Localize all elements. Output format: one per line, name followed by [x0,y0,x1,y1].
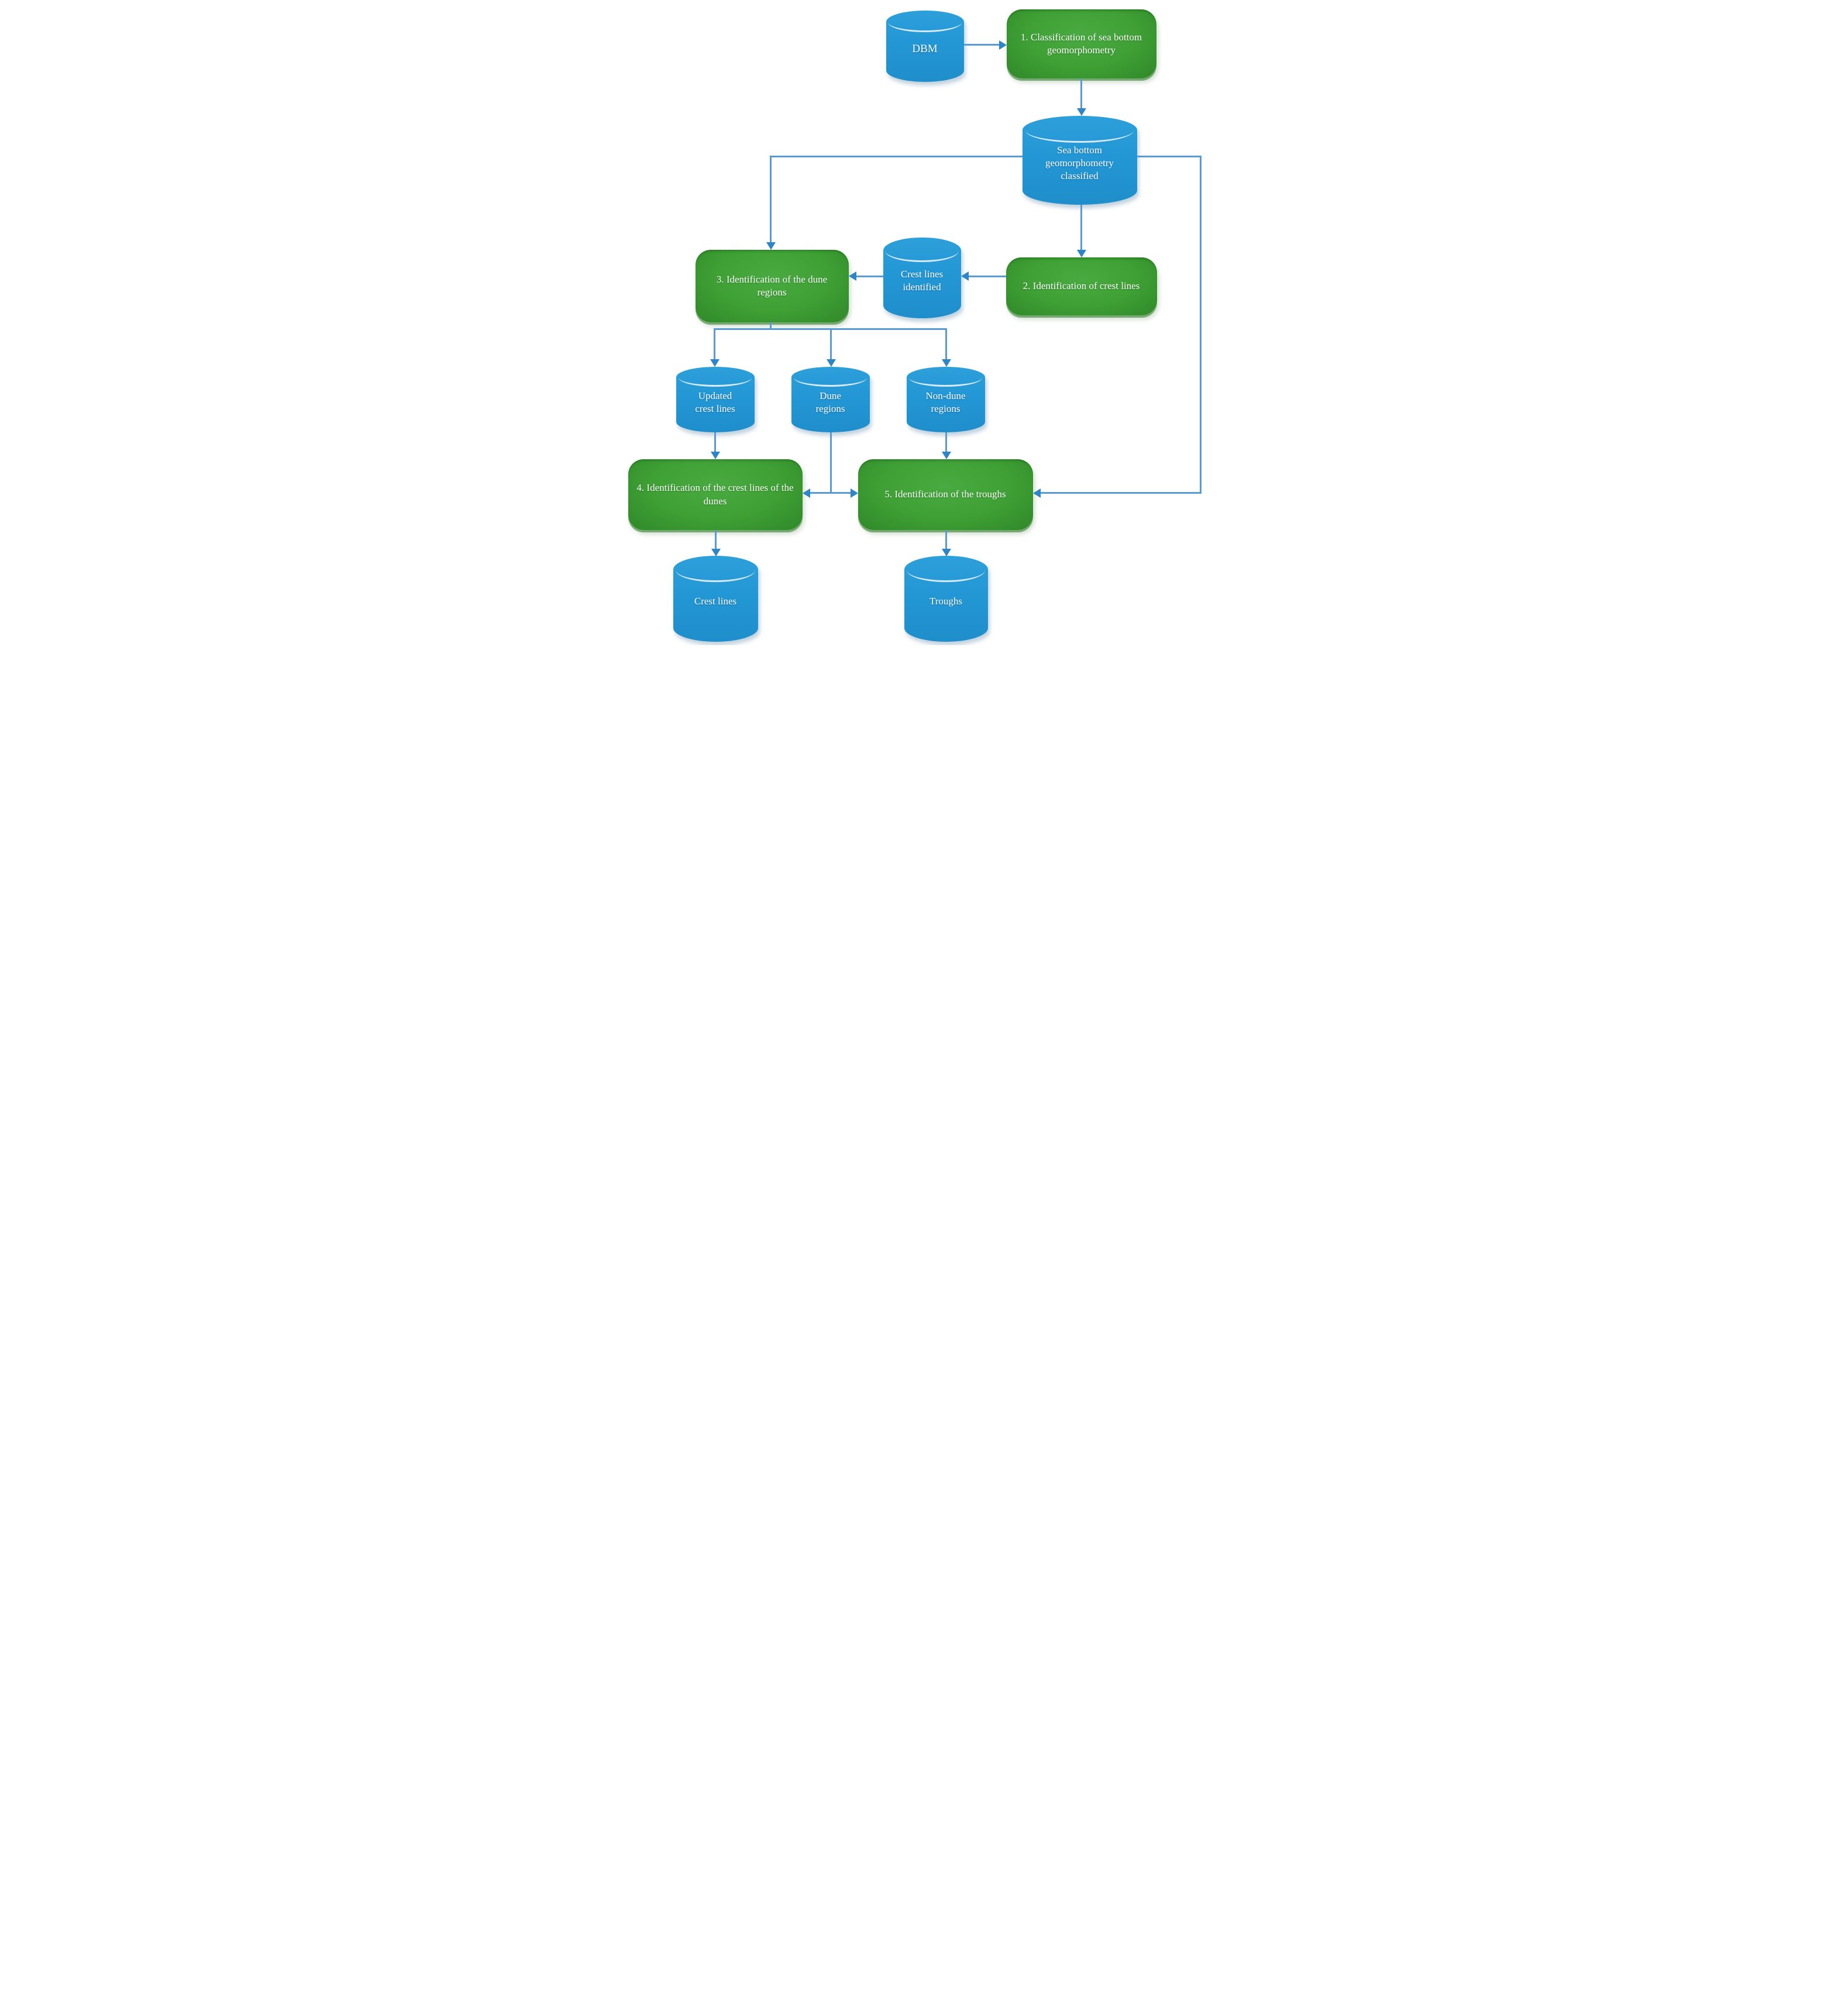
node-step1-label: 1. Classification of sea bottom geomorph… [1020,31,1142,56]
edge-step2-crestid-arrowhead [961,271,969,281]
node-troughs-cylinder: Troughs [904,556,988,642]
edge-seabottom-step2-arrowhead [1076,250,1086,257]
edge-seabottom-step3-hline [770,156,1023,157]
edge-dune-step5-line [830,492,851,494]
edge-dbm-step1-arrowhead [999,40,1007,50]
node-updated-crest-lines-cylinder: Updated crest lines [676,367,755,432]
edge-dune-step4-line [809,492,831,494]
node-dbm-cylinder: DBM [886,11,964,82]
edge-seabottom-step5-hline-top [1137,156,1202,157]
edge-seabottom-step3-vline [769,156,772,242]
node-seabottom-classified-cylinder: Sea bottom geomorphometry classified [1022,116,1137,205]
edge-seabottom-step3-arrowhead [766,242,776,250]
node-dbm-label: DBM [912,42,938,55]
node-step1-classification: 1. Classification of sea bottom geomorph… [1006,9,1156,78]
node-crest-lines-cylinder: Crest lines [673,556,758,642]
edge-nondune-step5-arrowhead [941,452,951,459]
node-dune-regions-label: Dune regions [815,390,845,414]
node-step5-label: 5. Identification of the troughs [884,488,1006,500]
edge-step4-crestlines-line [714,530,717,549]
node-crest-lines-identified-label: Crest lines identified [900,268,944,293]
flowchart-canvas: DBM 1. Classification of sea bottom geom… [621,0,1207,645]
edge-step1-seabottom-line [1080,78,1082,109]
edge-step2-crestid-line [968,276,1006,277]
edge-crestid-step3-line [856,276,883,277]
node-step5-troughs: 5. Identification of the troughs [858,459,1033,530]
node-seabottom-classified-label: Sea bottom geomorphometry classified [1045,144,1114,182]
edge-updated-step4-arrowhead [710,452,720,459]
node-step4-label: 4. Identification of the crest lines of … [636,482,794,507]
edge-step4-crestlines-arrowhead [711,549,721,556]
edge-step3-dune-drop [829,328,832,360]
edge-step3-updated-arrowhead [710,359,720,367]
edge-seabottom-step2-line [1080,205,1082,250]
node-step4-crest-lines-of-dunes: 4. Identification of the crest lines of … [628,459,803,530]
node-dune-regions-cylinder: Dune regions [791,367,870,432]
node-step2-label: 2. Identification of crest lines [1023,280,1140,292]
edge-step5-troughs-line [945,530,947,549]
node-step3-dune-regions: 3. Identification of the dune regions [695,250,849,322]
edge-step3-splitter-stem [769,322,772,330]
edge-step3-updated-drop [713,328,715,360]
edge-updated-step4-line [714,432,716,453]
edge-crestid-step3-arrowhead [848,271,856,281]
edge-dune-step4-arrowhead [802,488,810,498]
edge-dune-step5-arrowhead [850,488,858,498]
edge-step3-nondune-arrowhead [941,359,951,367]
edge-step1-seabottom-arrowhead [1076,108,1086,116]
node-step3-label: 3. Identification of the dune regions [716,273,828,298]
edge-seabottom-step5-vline [1199,156,1202,494]
node-updated-crest-lines-label: Updated crest lines [695,390,735,414]
node-crest-lines-label: Crest lines [694,596,737,607]
edge-step5-troughs-arrowhead [941,549,951,556]
node-troughs-label: Troughs [929,596,963,607]
edge-dune-t-vline [829,432,832,494]
node-non-dune-regions-cylinder: Non-dune regions [906,367,985,432]
edge-step3-nondune-drop [945,328,947,360]
edge-nondune-step5-line [945,432,947,453]
edge-seabottom-step5-arrowhead [1032,488,1041,498]
node-crest-lines-identified-cylinder: Crest lines identified [883,238,961,318]
node-non-dune-regions-label: Non-dune regions [925,390,966,414]
edge-step3-dune-arrowhead [826,359,836,367]
edge-seabottom-step5-hline-bottom [1040,492,1202,494]
edge-dbm-step1-line [963,44,1000,46]
node-step2-crest-lines: 2. Identification of crest lines [1006,257,1157,315]
